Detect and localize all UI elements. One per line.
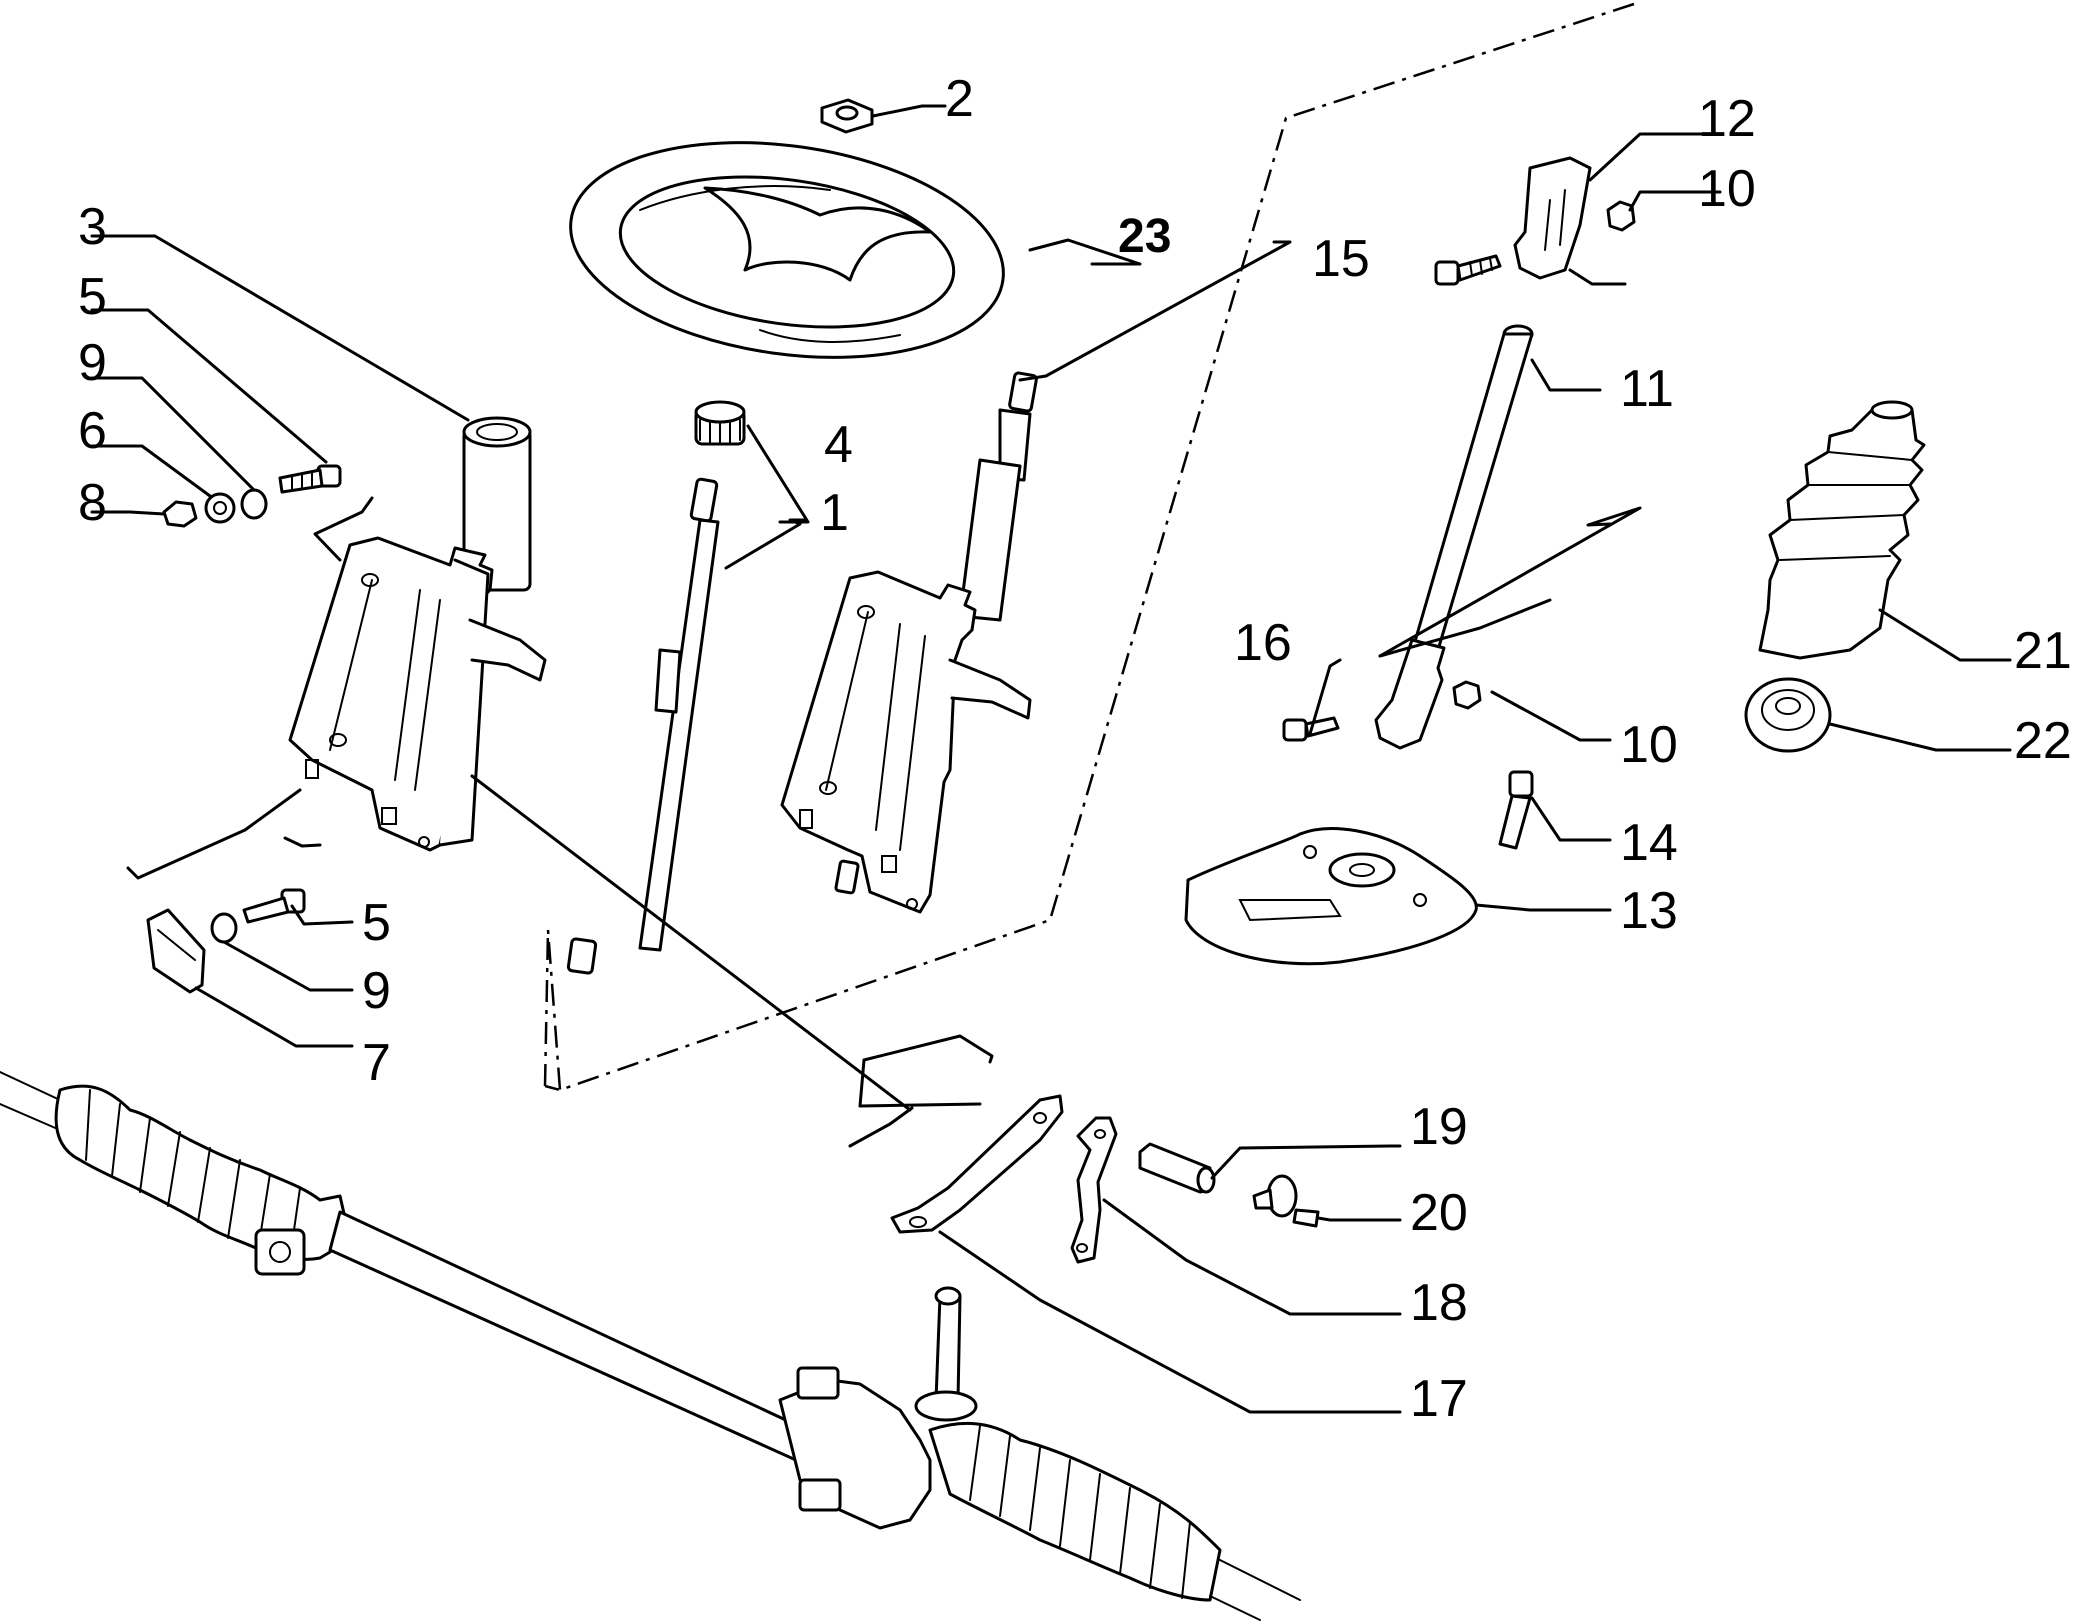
part-7-clip xyxy=(146,908,206,994)
callout-14: 14 xyxy=(1620,814,1678,872)
part-15-bolt xyxy=(1434,254,1502,286)
part-10-nut-upper xyxy=(1606,200,1636,232)
part-19-sleeve xyxy=(1138,1142,1216,1194)
callout-4: 4 xyxy=(824,416,853,474)
part-2-nut xyxy=(820,98,874,134)
part-9-washer-upper xyxy=(240,488,268,520)
steering-wheel xyxy=(569,141,1005,359)
callout-20: 20 xyxy=(1410,1184,1468,1242)
part-14-stud xyxy=(1498,770,1534,850)
callout-21: 21 xyxy=(2014,622,2072,680)
callout-23: 23 xyxy=(1118,210,1171,263)
part-3-column-bracket xyxy=(288,416,547,852)
bracket-brace-marks xyxy=(126,496,374,880)
part-12-universal-joint xyxy=(1513,156,1592,280)
part-13-floor-plate xyxy=(1184,827,1478,966)
callout-9-upper: 9 xyxy=(78,334,107,392)
callout-12: 12 xyxy=(1698,90,1756,148)
callout-10-upper: 10 xyxy=(1698,160,1756,218)
part-18-bracket xyxy=(1070,1116,1118,1264)
callout-6: 6 xyxy=(78,402,107,460)
part-10-nut-lower xyxy=(1452,680,1482,710)
callout-13: 13 xyxy=(1620,882,1678,940)
part-21-rubber-boot xyxy=(1758,400,1926,660)
callout-19: 19 xyxy=(1410,1098,1468,1156)
part-9-washer-lower xyxy=(210,912,238,944)
callout-18: 18 xyxy=(1410,1274,1468,1332)
part-22-seal-ring xyxy=(1744,677,1832,753)
callout-3: 3 xyxy=(78,198,107,256)
callout-9-lower: 9 xyxy=(362,962,391,1020)
part-4-splined-ring xyxy=(694,400,746,446)
callout-1: 1 xyxy=(820,484,849,542)
callout-8: 8 xyxy=(78,474,107,532)
callout-22: 22 xyxy=(2014,712,2072,770)
callout-5-lower: 5 xyxy=(362,894,391,952)
callout-10-lower: 10 xyxy=(1620,716,1678,774)
callout-7: 7 xyxy=(362,1034,391,1092)
part-1-steering-shaft xyxy=(566,477,720,975)
part-5-bolt-upper xyxy=(278,464,342,494)
callout-17: 17 xyxy=(1410,1370,1468,1428)
leader-lines xyxy=(90,104,2012,1414)
part-5-bolt-lower xyxy=(242,888,306,924)
callout-15: 15 xyxy=(1312,230,1370,288)
part-20-stud xyxy=(1252,1174,1320,1228)
callout-5-upper: 5 xyxy=(78,268,107,326)
boundary-dashed-outline xyxy=(543,2,1635,1092)
part-11-column-shaft xyxy=(1374,324,1534,750)
callout-16: 16 xyxy=(1234,614,1292,672)
callout-numbers: 2 3 5 9 6 8 23 4 1 12 10 15 11 16 10 14 … xyxy=(78,70,2072,1428)
part-17-bracket xyxy=(890,1094,1064,1234)
part-6-washer xyxy=(204,492,236,524)
callout-11: 11 xyxy=(1620,360,1674,418)
part-8-nut xyxy=(162,500,198,528)
part-23-column-assembly xyxy=(780,371,1038,914)
steering-rack xyxy=(0,1071,1301,1621)
callout-2: 2 xyxy=(945,70,974,128)
